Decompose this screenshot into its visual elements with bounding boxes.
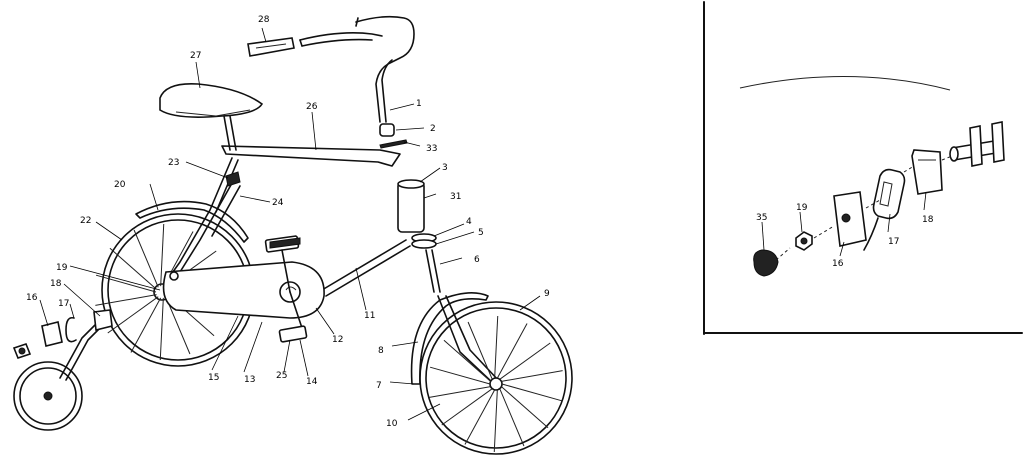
- callout-7: 7: [376, 381, 382, 391]
- spoke: [501, 370, 563, 382]
- callout-2: 2: [430, 124, 436, 134]
- crank-and-pedals: [264, 235, 308, 343]
- inset-panel: [703, 1, 1023, 335]
- spoke: [501, 386, 549, 429]
- inset-callout-18: 18: [922, 215, 934, 225]
- training-wheel: [12, 309, 113, 431]
- spoke: [501, 383, 563, 402]
- spoke: [159, 297, 164, 361]
- callout-12: 12: [332, 335, 343, 345]
- chain-cover: [162, 261, 325, 319]
- headset-cups: [411, 233, 437, 249]
- callout-23: 23: [168, 158, 179, 168]
- spoke: [443, 339, 491, 382]
- callout-11: 11: [364, 311, 375, 321]
- callout-27: 27: [190, 51, 201, 61]
- inset-callout-17: 17: [888, 237, 899, 247]
- spoke: [109, 247, 157, 290]
- callout-13: 13: [244, 375, 255, 385]
- seat-clamp: [225, 171, 241, 187]
- inset-cap-35: [753, 249, 779, 277]
- callout-19: 19: [56, 263, 68, 273]
- spoke: [499, 342, 551, 380]
- spoke: [95, 294, 157, 306]
- callout-25: 25: [276, 371, 287, 381]
- callout-33: 33: [426, 144, 437, 154]
- callout-10: 10: [386, 419, 398, 429]
- callout-20: 20: [114, 180, 126, 190]
- inset-callout-19: 19: [796, 203, 808, 213]
- inset-bracket-18: [911, 149, 943, 195]
- front-wheel: [419, 301, 573, 455]
- spoke: [493, 389, 498, 453]
- callout-3: 3: [442, 163, 448, 173]
- callout-14: 14: [306, 377, 318, 387]
- inset-callout-35: 35: [756, 213, 767, 223]
- spoke: [429, 386, 491, 398]
- inset-axle-bolt: [949, 121, 1005, 167]
- inset-strap-17: [863, 168, 906, 251]
- callout-1: 1: [416, 99, 422, 109]
- handlebar-grip: [247, 37, 295, 57]
- spoke: [107, 296, 159, 334]
- callout-22: 22: [80, 216, 91, 226]
- callout-5: 5: [478, 228, 484, 238]
- handlebar: [299, 15, 415, 123]
- callout-17: 17: [58, 299, 69, 309]
- headset-washer: [379, 139, 408, 149]
- callout-6: 6: [474, 255, 480, 265]
- spoke: [496, 323, 528, 379]
- callout-26: 26: [306, 102, 318, 112]
- spoke: [95, 274, 157, 293]
- callout-15: 15: [208, 373, 219, 383]
- spoke: [160, 223, 165, 287]
- inset-nut-19: [795, 231, 813, 251]
- callout-24: 24: [272, 198, 284, 208]
- spoke: [494, 315, 499, 379]
- chain-guard: [221, 145, 401, 167]
- spoke: [133, 229, 159, 288]
- front-fender: [410, 292, 489, 385]
- saddle: [159, 82, 264, 118]
- callout-28: 28: [258, 15, 270, 25]
- callout-18: 18: [50, 279, 62, 289]
- spoke: [130, 297, 162, 353]
- spoke: [429, 366, 491, 385]
- seat-post: [223, 115, 231, 151]
- spoke: [499, 388, 525, 447]
- inset-callout-labels: 35 19 18 17 16: [756, 203, 934, 269]
- callout-31: 31: [450, 192, 461, 202]
- spoke: [464, 389, 496, 445]
- bicycle-assembly: [12, 15, 573, 455]
- callout-16: 16: [26, 293, 38, 303]
- spoke: [441, 388, 493, 426]
- main-callout-labels: 28 27 1 26 2 33 23 3 20 31 24 22 4 5 6 1…: [26, 15, 550, 429]
- inset-callout-16: 16: [832, 259, 844, 269]
- leader-lines: [39, 27, 541, 421]
- callout-8: 8: [378, 346, 384, 356]
- spoke: [467, 321, 493, 380]
- callout-9: 9: [544, 289, 550, 299]
- stem-clamp: [379, 123, 395, 137]
- callout-4: 4: [466, 217, 472, 227]
- rear-fender: [135, 200, 249, 243]
